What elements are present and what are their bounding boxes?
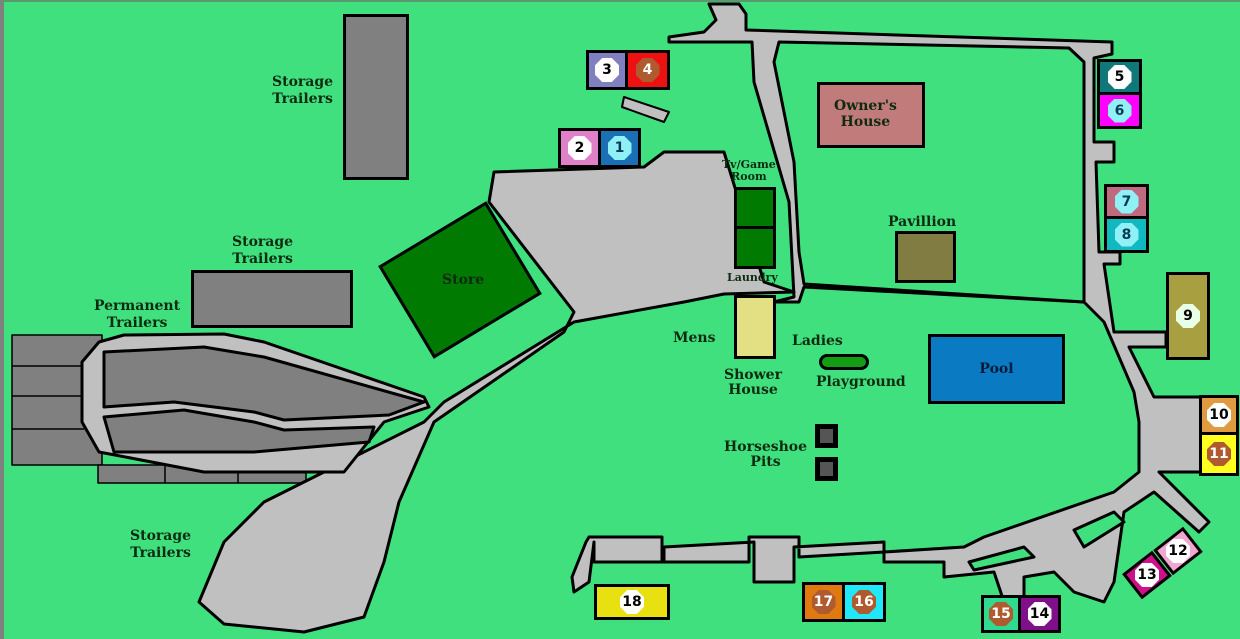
site-number-10: 10 [1207,403,1231,427]
site-number-5: 5 [1107,65,1132,89]
campsite-15[interactable]: 15 [981,595,1021,633]
site-number-8: 8 [1114,222,1139,247]
horseshoe-pit-2[interactable] [815,457,838,481]
site-number-2: 2 [567,136,592,160]
pavillion-label: Pavillion [888,214,957,230]
campsite-8[interactable]: 8 [1104,216,1149,253]
site-number-13: 13 [1135,563,1159,587]
shower-house-label: Shower House [724,367,782,398]
shower-house-building[interactable] [734,295,776,359]
storage-trailers-mid-block [191,270,353,328]
playground-label: Playground [816,374,906,390]
storage-trailers-top-block [343,14,409,180]
store-label: Store [442,272,485,288]
site-number-6: 6 [1107,98,1132,123]
campsite-3[interactable]: 3 [586,50,628,90]
campsite-9[interactable]: 9 [1166,272,1210,360]
permanent-trailers-label: Permanent Trailers [94,298,181,331]
building-divider [734,226,776,229]
campsite-4[interactable]: 4 [625,50,670,90]
campsite-18[interactable]: 18 [594,584,670,620]
horseshoe-pits-label: Horseshoe Pits [724,439,808,470]
campsite-2[interactable]: 2 [558,128,601,168]
site-number-3: 3 [595,58,619,82]
storage-trailers-top-label: Storage Trailers [272,74,334,107]
roads-layer [11,2,1211,634]
campsite-10[interactable]: 10 [1199,395,1239,435]
campsite-17[interactable]: 17 [802,582,845,622]
site-number-1: 1 [607,136,632,160]
campsite-11[interactable]: 11 [1199,432,1239,476]
site-number-11: 11 [1207,442,1231,466]
site-number-9: 9 [1176,304,1200,328]
site-number-15: 15 [989,602,1013,626]
site-number-14: 14 [1027,602,1052,626]
site-number-18: 18 [620,590,644,614]
mens-label: Mens [673,330,716,346]
campsite-16[interactable]: 16 [842,582,886,622]
laundry-label: Laundry [727,271,778,284]
site-number-4: 4 [635,58,660,82]
pool-label: Pool [979,360,1014,377]
site-number-7: 7 [1114,189,1139,214]
owners-house-building[interactable] [817,82,925,148]
site-number-17: 17 [811,590,836,614]
horseshoe-pit-1[interactable] [815,424,838,448]
owners-house-label: Owner's House [834,98,897,130]
campsite-1[interactable]: 1 [598,128,641,168]
pavillion-building[interactable] [895,231,956,283]
site-number-16: 16 [852,590,876,614]
ladies-label: Ladies [792,333,843,349]
storage-trailers-mid-label: Storage Trailers [232,234,294,267]
campsite-14[interactable]: 14 [1018,595,1061,633]
playground-shape[interactable] [819,354,869,370]
site-number-12: 12 [1166,539,1190,563]
pool-area[interactable]: Pool [928,334,1065,404]
campsite-7[interactable]: 7 [1104,184,1149,219]
tv-game-room-label: Tv/Game Room [722,158,776,183]
storage-trailers-bottom-label: Storage Trailers [130,528,192,561]
campsite-6[interactable]: 6 [1097,92,1142,129]
campsite-5[interactable]: 5 [1097,59,1142,95]
